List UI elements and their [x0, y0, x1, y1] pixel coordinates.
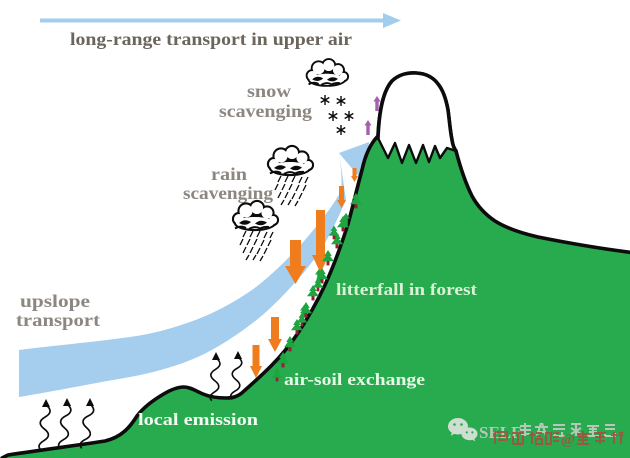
svg-text:rain: rain [211, 164, 247, 184]
svg-text:scavenging: scavenging [219, 101, 312, 121]
svg-text:litterfall in forest: litterfall in forest [336, 280, 477, 299]
svg-text:long-range transport in upper: long-range transport in upper air [70, 29, 352, 49]
svg-text:upslope: upslope [20, 291, 90, 311]
svg-text:local emission: local emission [138, 410, 259, 429]
svg-text:@: @ [561, 432, 575, 448]
svg-text:transport: transport [16, 310, 100, 330]
svg-text:scavenging: scavenging [183, 183, 273, 203]
svg-text:snow: snow [247, 81, 291, 101]
svg-text:air-soil exchange: air-soil exchange [284, 370, 426, 389]
